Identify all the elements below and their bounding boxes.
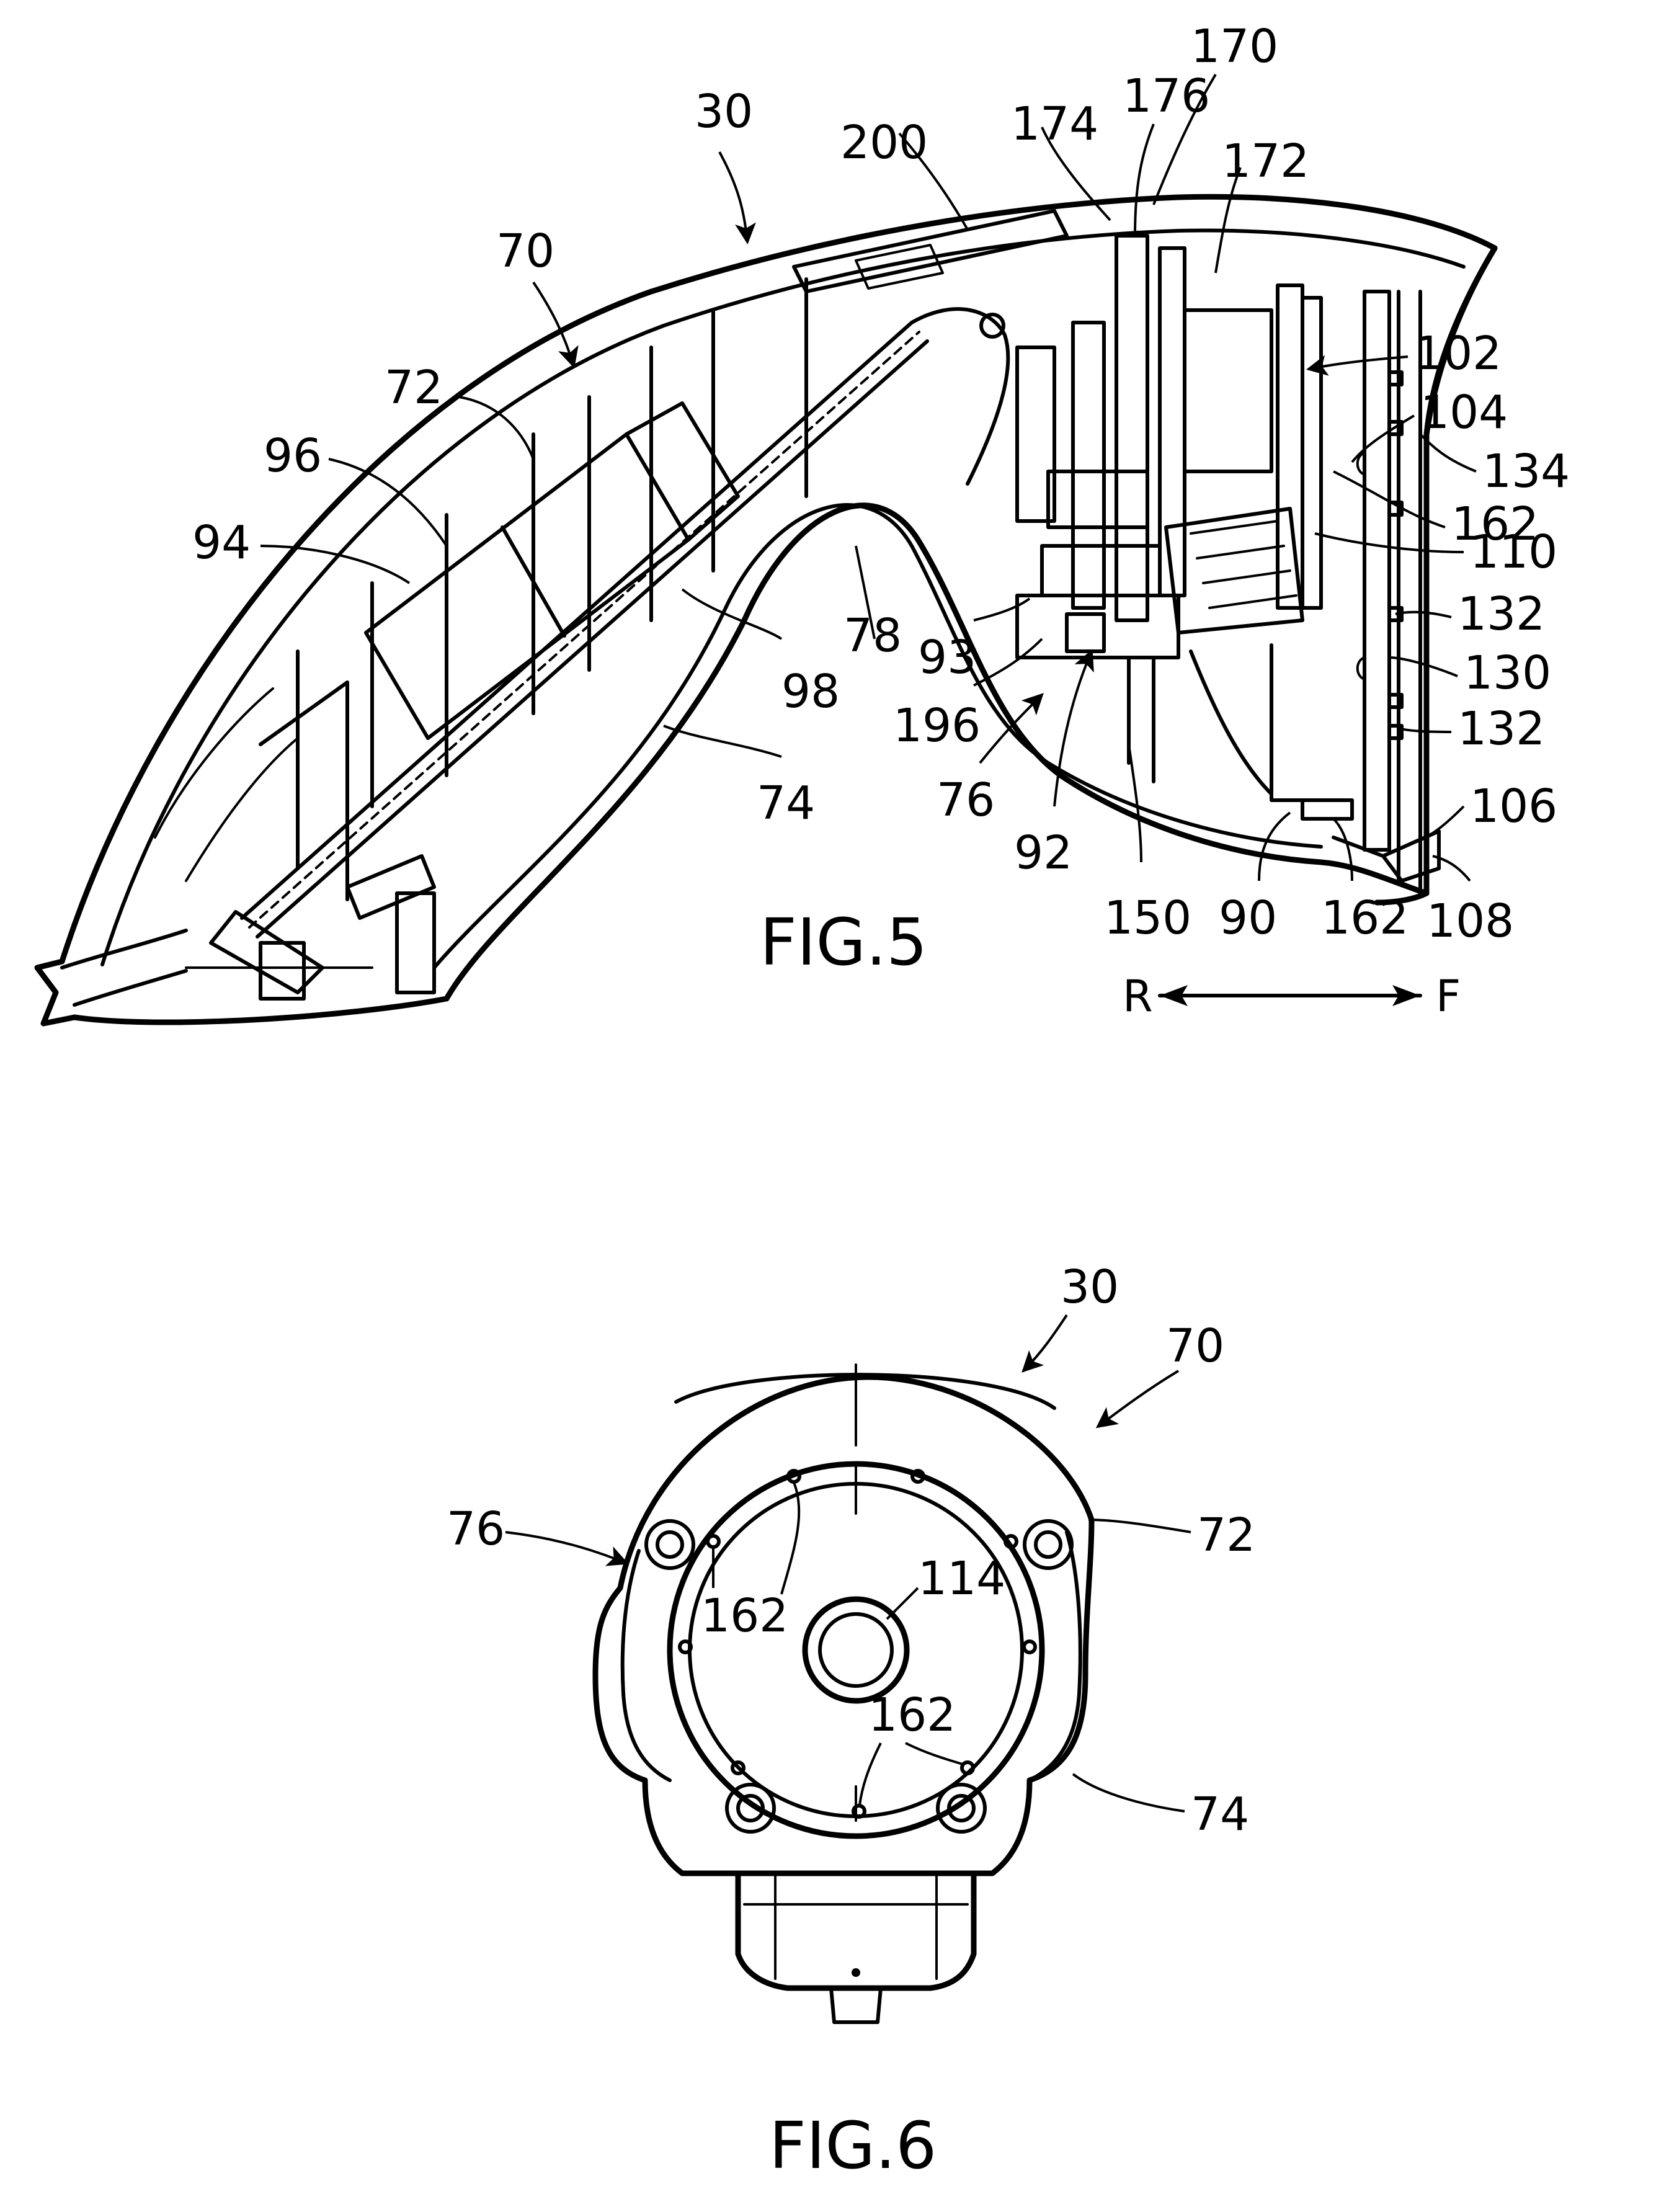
- ref-96: 96: [264, 429, 322, 483]
- ref-106: 106: [1470, 780, 1557, 833]
- fig6-screw-bosses: [644, 1519, 1074, 1834]
- ref-176: 176: [1123, 69, 1210, 123]
- fig6-nozzle: [735, 1870, 977, 1991]
- lower-housing-outline: [71, 502, 1430, 1025]
- upper-housing-outline: [59, 194, 1498, 965]
- fig6-ref-76: 76: [447, 1502, 505, 1556]
- ref-172: 172: [1222, 135, 1309, 188]
- figure-6-leader-lines: [505, 1314, 1191, 1813]
- ref-93: 93: [918, 631, 976, 684]
- upper-housing-inner: [100, 228, 1466, 966]
- center-boss-114: [802, 1596, 910, 1704]
- ref-92: 92: [1014, 826, 1072, 880]
- ref-90: 90: [1219, 891, 1277, 945]
- fig6-ref-30: 30: [1061, 1260, 1119, 1314]
- ref-104: 104: [1420, 386, 1508, 439]
- direction-indicator: R F: [1123, 971, 1461, 1022]
- ref-110: 110: [1470, 525, 1557, 579]
- ref-72: 72: [385, 361, 443, 414]
- fig6-ref-74: 74: [1191, 1788, 1249, 1841]
- drive-shaft-98-b: [256, 339, 929, 939]
- fig6-holes-162: [678, 1469, 1037, 1819]
- ref-30: 30: [695, 85, 753, 138]
- fig6-ref-162-upper: 162: [701, 1589, 788, 1643]
- front-face: [1423, 245, 1498, 437]
- direction-front-label: F: [1436, 971, 1461, 1022]
- ref-174: 174: [1011, 97, 1098, 151]
- head-assembly: [1015, 234, 1441, 883]
- front-grille: [1397, 290, 1422, 895]
- ref-108: 108: [1426, 894, 1514, 948]
- wire-loop: [910, 307, 1010, 486]
- ref-200: 200: [840, 116, 928, 169]
- ref-74: 74: [757, 777, 815, 830]
- drive-shaft-98: [240, 321, 914, 920]
- fig6-ref-114: 114: [918, 1552, 1005, 1605]
- figure-6-caption: FIG.6: [769, 2108, 937, 2183]
- ref-134: 134: [1482, 445, 1570, 498]
- fig6-nozzle-dot: [852, 1968, 860, 1977]
- ref-162-lower: 162: [1321, 891, 1409, 945]
- figure-5-drawing: R F: [34, 20, 1570, 1027]
- ref-150: 150: [1104, 891, 1191, 945]
- cord-outlet: [60, 929, 188, 1007]
- figure-5-leader-lines: [260, 73, 1477, 882]
- fig6-side-flange-r: [1028, 1530, 1082, 1782]
- ref-98: 98: [781, 665, 840, 718]
- top-cover-detail: [855, 244, 944, 290]
- direction-rear-label: R: [1123, 971, 1153, 1022]
- ref-102: 102: [1414, 327, 1502, 380]
- fig6-ref-72: 72: [1197, 1509, 1255, 1562]
- fig6-ref-162-lower: 162: [868, 1688, 956, 1742]
- fig6-nozzle-detail: [743, 1872, 969, 1980]
- fig6-head-outer: [667, 1461, 1045, 1839]
- ref-94: 94: [192, 516, 251, 569]
- ref-132-upper: 132: [1458, 587, 1545, 641]
- handle-rear-end: [34, 958, 78, 1027]
- hatched-block-172: [1183, 308, 1273, 473]
- rear-mechanism: [185, 854, 436, 1001]
- lower-housing-inner: [432, 503, 1323, 970]
- motor-end-cap: [625, 401, 740, 542]
- ref-132-lower: 132: [1458, 702, 1545, 756]
- ref-196: 196: [893, 699, 981, 752]
- center-boss-inner: [818, 1612, 894, 1688]
- fig6-nozzle-tip: [829, 1986, 883, 2024]
- figure-6-drawing: 30 70 72 76 114 162 162 74 FIG.6: [447, 1260, 1255, 2183]
- ref-70: 70: [496, 225, 554, 278]
- ref-76: 76: [937, 774, 995, 827]
- figure-5-caption: FIG.5: [760, 904, 927, 980]
- ref-170: 170: [1191, 20, 1278, 73]
- ref-78: 78: [843, 609, 902, 662]
- fig6-side-flange: [620, 1549, 672, 1782]
- fig6-ref-70: 70: [1166, 1319, 1224, 1373]
- ref-130: 130: [1464, 646, 1551, 700]
- fig6-top-cap: [674, 1373, 1056, 1410]
- ref-162-upper: 162: [1451, 497, 1539, 551]
- wire-clip: [979, 313, 1005, 339]
- housing-ribs: [154, 277, 808, 901]
